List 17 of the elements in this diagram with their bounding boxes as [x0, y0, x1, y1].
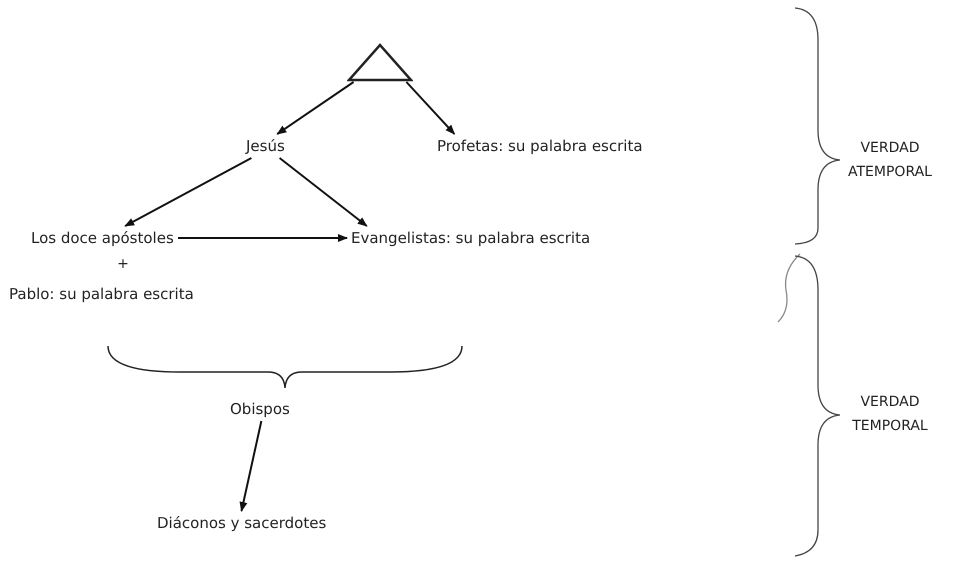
arrow [178, 234, 348, 242]
arrow [240, 420, 262, 512]
node-text: Los doce apóstoles [27, 226, 178, 250]
node-text: Evangelistas: su palabra escrita [347, 226, 594, 250]
node-text: Obispos [226, 397, 294, 421]
node-text: Pablo: su palabra escrita [5, 282, 198, 306]
arrow [278, 157, 368, 227]
arrow [124, 157, 252, 227]
node-text: Jesús [242, 134, 289, 158]
note-label: VERDAD TEMPORAL [851, 393, 929, 436]
arrow [406, 81, 456, 135]
node-text: Diáconos y sacerdotes [153, 511, 330, 535]
note-label: VERDAD ATEMPORAL [847, 139, 933, 182]
node-text: Profetas: su palabra escrita [433, 134, 647, 158]
note-label: + [116, 255, 130, 274]
arrow [276, 81, 354, 135]
triangle-shape [347, 43, 413, 82]
